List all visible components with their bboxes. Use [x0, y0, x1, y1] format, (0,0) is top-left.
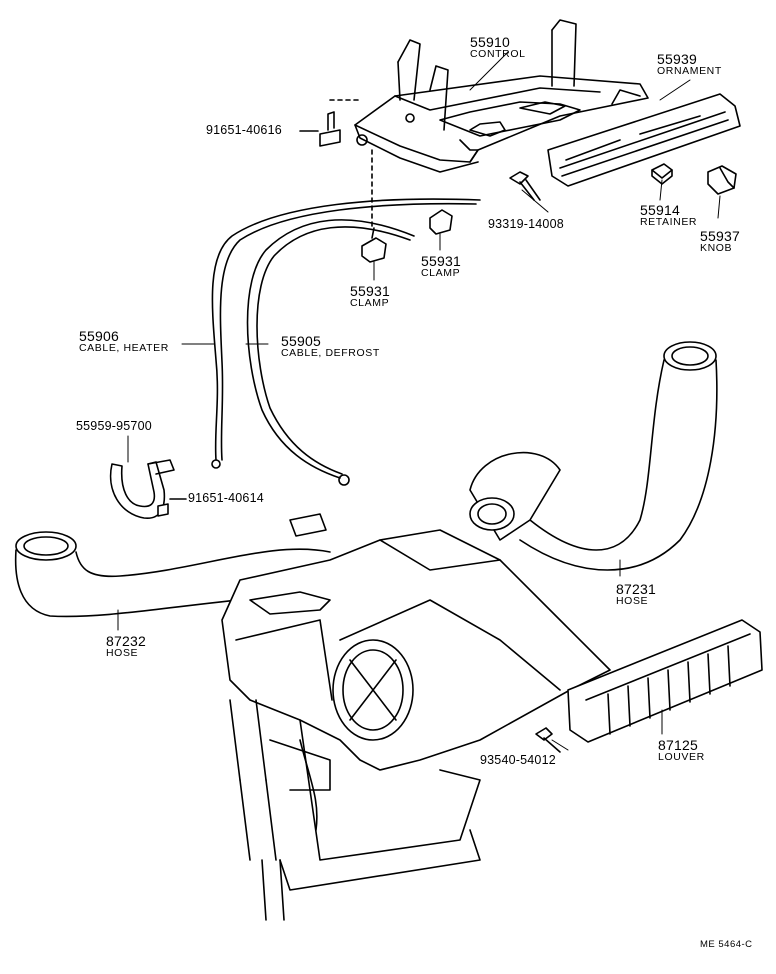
label-87232: 87232 HOSE: [106, 633, 146, 659]
heater-unit: [221, 513, 611, 921]
clamp-part-2: [429, 209, 453, 235]
label-55959-95700: 55959-95700: [76, 419, 152, 433]
label-55931-a: 55931 CLAMP: [350, 283, 390, 309]
knob-part: [707, 165, 737, 195]
hose-left: [14, 531, 331, 618]
label-87231: 87231 HOSE: [616, 581, 656, 607]
bracket-part: [109, 459, 175, 519]
control-assembly: [329, 19, 649, 231]
cable-defrost: [246, 219, 415, 486]
leader-lines: [117, 51, 721, 751]
label-87125: 87125 LOUVER: [658, 737, 705, 763]
clamp-part-1: [361, 227, 387, 263]
label-55905: 55905 CABLE, DEFROST: [281, 333, 380, 359]
screw-93540-54012: [535, 727, 561, 753]
hose-right: [469, 341, 718, 571]
cable-heater: [211, 198, 481, 469]
louver-part: [567, 619, 763, 743]
label-55931-b: 55931 CLAMP: [421, 253, 461, 279]
label-55939: 55939 ORNAMENT: [657, 51, 722, 77]
label-91651-40614: 91651-40614: [188, 491, 264, 505]
bolt-91651-40614: [157, 498, 187, 517]
ornament-plate: [547, 93, 741, 187]
screw-93319-14008: [509, 171, 541, 201]
label-93319-14008: 93319-14008: [488, 217, 564, 231]
label-91651-40616: 91651-40616: [206, 123, 282, 137]
label-55937: 55937 KNOB: [700, 228, 740, 254]
label-55906: 55906 CABLE, HEATER: [79, 328, 169, 354]
bolt-91651-40616: [299, 111, 341, 147]
label-93540-54012: 93540-54012: [480, 753, 556, 767]
label-55914: 55914 RETAINER: [640, 202, 698, 228]
label-55910: 55910 CONTROL: [470, 34, 526, 60]
drawing-code: ME 5464-C: [700, 939, 753, 950]
